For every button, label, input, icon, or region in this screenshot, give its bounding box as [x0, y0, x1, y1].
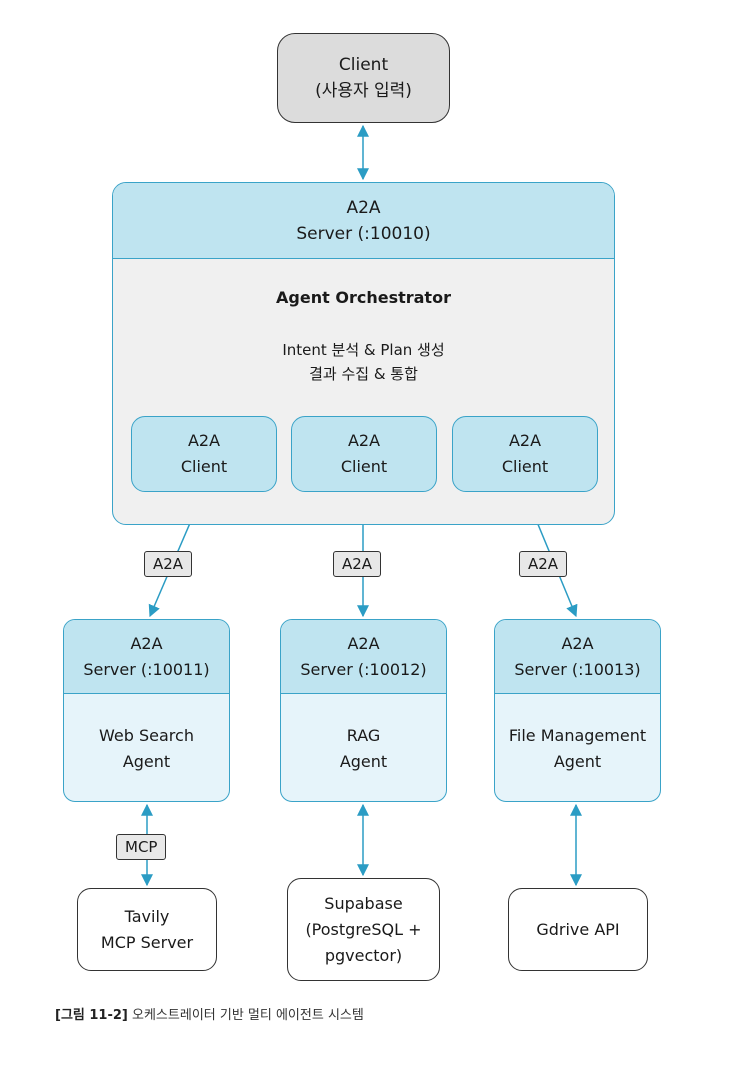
orchestrator-server: Server (:10010)	[296, 223, 431, 244]
a2a-client-3: A2A Client	[452, 416, 598, 492]
orchestrator-desc-line1: Intent 분석 & Plan 생성	[282, 341, 445, 359]
orchestrator-desc-line2: 결과 수집 & 통합	[309, 365, 418, 383]
orchestrator-header: A2A Server (:10010)	[113, 183, 614, 259]
figure-caption: [그림 11-2] 오케스트레이터 기반 멀티 에이전트 시스템	[55, 1004, 364, 1023]
protocol-tag-1: A2A	[144, 551, 193, 577]
agent-2-protocol: A2A	[347, 633, 380, 653]
rag-agent-box: A2A Server (:10012) RAG Agent	[280, 619, 447, 802]
orchestrator-description: Intent 분석 & Plan 생성 결과 수집 & 통합	[113, 338, 614, 386]
client-box: Client (사용자 입력)	[277, 33, 450, 123]
a2a-client-1: A2A Client	[131, 416, 277, 492]
orchestrator-protocol: A2A	[346, 197, 381, 218]
a2a-client-3-line1: A2A	[508, 431, 542, 450]
mcp-tag: MCP	[116, 834, 167, 860]
orchestrator-title: Agent Orchestrator	[276, 288, 451, 307]
protocol-tag-3: A2A	[519, 551, 568, 577]
orchestrator-box: A2A Server (:10010) Agent Orchestrator I…	[112, 182, 615, 525]
agent-2-body: RAG Agent	[281, 694, 446, 801]
backend-1-line1: Tavily	[124, 906, 170, 926]
file-management-agent-box: A2A Server (:10013) File Management Agen…	[494, 619, 661, 802]
backend-2-line2: (PostgreSQL +	[305, 919, 422, 939]
agent-3-body: File Management Agent	[495, 694, 660, 801]
backend-2-line3: pgvector)	[324, 945, 403, 965]
a2a-client-3-line2: Client	[501, 457, 549, 476]
agent-1-header: A2A Server (:10011)	[64, 620, 229, 694]
client-label: Client	[338, 55, 389, 75]
agent-1-name-line1: Web Search	[99, 725, 194, 745]
agent-3-name-line2: Agent	[553, 751, 602, 771]
agent-2-name-line2: Agent	[339, 751, 388, 771]
agent-1-body: Web Search Agent	[64, 694, 229, 801]
backend-2-line1: Supabase	[324, 893, 403, 913]
agent-3-header: A2A Server (:10013)	[495, 620, 660, 694]
agent-2-server: Server (:10012)	[300, 659, 427, 679]
agent-1-name-line2: Agent	[122, 751, 171, 771]
agent-2-header: A2A Server (:10012)	[281, 620, 446, 694]
backend-1-line2: MCP Server	[100, 932, 194, 952]
agent-2-name-line1: RAG	[346, 725, 381, 745]
tavily-mcp-server-box: Tavily MCP Server	[77, 888, 217, 971]
gdrive-api-box: Gdrive API	[508, 888, 648, 971]
agent-1-protocol: A2A	[130, 633, 163, 653]
agent-3-name-line1: File Management	[508, 725, 647, 745]
agent-3-protocol: A2A	[561, 633, 594, 653]
a2a-client-2-line2: Client	[340, 457, 388, 476]
figure-number: [그림 11-2]	[55, 1008, 128, 1023]
backend-3-line1: Gdrive API	[536, 919, 620, 939]
a2a-client-2: A2A Client	[291, 416, 437, 492]
supabase-box: Supabase (PostgreSQL + pgvector)	[287, 878, 440, 981]
agent-1-server: Server (:10011)	[83, 659, 210, 679]
client-sublabel: (사용자 입력)	[315, 81, 412, 101]
protocol-tag-2: A2A	[333, 551, 382, 577]
agent-3-server: Server (:10013)	[514, 659, 641, 679]
a2a-client-2-line1: A2A	[347, 431, 381, 450]
figure-caption-text: 오케스트레이터 기반 멀티 에이전트 시스템	[132, 1008, 364, 1023]
a2a-client-1-line1: A2A	[187, 431, 221, 450]
web-search-agent-box: A2A Server (:10011) Web Search Agent	[63, 619, 230, 802]
a2a-client-1-line2: Client	[180, 457, 228, 476]
